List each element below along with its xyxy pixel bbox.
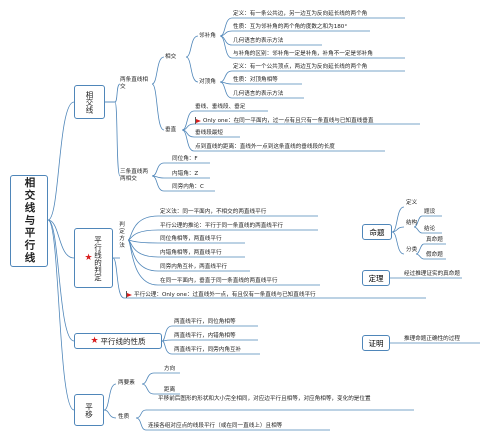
node-adjacent-supplementary[interactable]: 邻补角 — [199, 33, 216, 39]
topic-intersecting-lines-label: 相交线 — [85, 90, 94, 114]
three-lines-item-2: 同旁内角：C — [172, 184, 204, 190]
perpendicular-item-1: Only one：在同一平面内，过一点有且只有一条直线与已知直线垂直 — [195, 117, 373, 125]
theorem-desc: 经过推理证实的真命题 — [404, 271, 460, 277]
node-two-lines-intersect[interactable]: 两条直线相交 — [120, 77, 148, 90]
perpendicular-item-3: 点到直线的距离：直线外一点到这条直线的垂线段的长度 — [195, 144, 335, 150]
judge-item-3: 内错角相等，两直线平行 — [160, 250, 222, 256]
proposition-category[interactable]: 分类 — [406, 247, 418, 253]
parallel-axiom: 平行公理：Only one：过直线外一点，有且仅有一条直线与已知直线平行 — [126, 291, 316, 299]
property-item-1: 两直线平行，内错角相等 — [174, 333, 236, 339]
perpendicular-item-2: 垂线段最短 — [195, 130, 223, 136]
adjacent-supp-item-3: 与补角的区别：邻补角一定是补角，补角不一定是邻补角 — [233, 51, 373, 57]
judge-item-1: 平行公理的推论：平行于同一条直线的两直线平行 — [160, 223, 284, 229]
node-perpendicular[interactable]: 垂直 — [165, 127, 177, 133]
adjacent-supp-item-2: 几何语言的表示方法 — [233, 38, 284, 44]
translation-prop-1: 连接各组对应点的线段平行（或在同一直线上）且相等 — [148, 423, 283, 429]
node-three-lines[interactable]: 三条直线两两相交 — [120, 169, 148, 182]
node-vertical-angles[interactable]: 对顶角 — [199, 79, 216, 85]
judge-item-0: 定义法：同一平面内，不相交的两直线平行 — [160, 209, 267, 215]
vertical-item-2: 几何语言的表示方法 — [233, 91, 284, 97]
structure-conclusion: 结论 — [424, 226, 436, 232]
category-true: 真命题 — [426, 237, 443, 243]
root-topic[interactable]: 相交线与平行线 — [10, 175, 48, 267]
adjacent-supp-item-0: 定义：有一条公共边，另一边互为反向延长线的两个角 — [233, 11, 368, 17]
topic-proposition[interactable]: 命题 — [362, 224, 392, 240]
judge-item-5: 在同一平面内，垂直于同一条直线的两直线平行 — [160, 278, 278, 284]
node-translation-props[interactable]: 性质 — [118, 414, 130, 420]
vertical-item-0: 定义：有一个公共顶点，两边互为反向延长线的两个角 — [233, 64, 368, 70]
node-judgement-method[interactable]: 判定方法 — [119, 222, 125, 249]
vertical-item-1: 性质：对顶角相等 — [233, 77, 278, 83]
topic-translation[interactable]: 平移 — [74, 394, 104, 426]
topic-translation-label: 平移 — [84, 402, 94, 418]
property-item-2: 两直线平行，同旁内角互补 — [174, 347, 242, 353]
three-lines-item-0: 同位角：F — [172, 156, 198, 162]
flag-icon — [126, 291, 127, 298]
perpendicular-item-0: 垂线、垂线段、垂足 — [195, 104, 246, 110]
judge-item-2: 同位角相等，两直线平行 — [160, 236, 222, 242]
topic-proof[interactable]: 证明 — [362, 335, 390, 351]
star-icon: ★ — [84, 252, 93, 263]
proof-desc: 推理命题正确性的过程 — [404, 336, 460, 342]
category-false: 假命题 — [426, 252, 443, 258]
topic-parallel-properties[interactable]: ★ 平行线的性质 — [74, 333, 162, 349]
star-icon: ★ — [90, 335, 99, 346]
element-distance: 距离 — [164, 387, 176, 393]
topic-parallel-judgement[interactable]: ★ 平行线的判定 — [74, 228, 113, 288]
property-item-0: 两直线平行，同位角相等 — [174, 319, 236, 325]
three-lines-item-1: 内错角：Z — [172, 171, 199, 177]
proposition-structure[interactable]: 结构 — [406, 220, 418, 226]
adjacent-supp-item-1: 性质：互为邻补角的两个角的度数之和为180° — [233, 24, 348, 30]
translation-prop-0: 平移前后图形的形状和大小完全相同，对应边平行且相等，对应角相等，变化的是位置 — [158, 396, 371, 402]
topic-theorem[interactable]: 定理 — [362, 270, 390, 286]
topic-parallel-judgement-label: 平行线的判定 — [93, 235, 103, 281]
node-adjacent[interactable]: 相交 — [165, 54, 177, 60]
topic-intersecting-lines[interactable]: 相交线 — [74, 85, 105, 119]
root-label: 相交线与平行线 — [23, 177, 36, 265]
structure-hypothesis: 题设 — [424, 209, 436, 215]
flag-icon — [195, 117, 196, 124]
proposition-definition: 定义 — [406, 200, 418, 206]
judge-item-4: 同旁内角互补，两直线平行 — [160, 264, 228, 270]
element-direction: 方向 — [164, 366, 176, 372]
topic-parallel-properties-label: 平行线的性质 — [100, 336, 146, 346]
node-two-elements[interactable]: 两要素 — [118, 380, 135, 386]
